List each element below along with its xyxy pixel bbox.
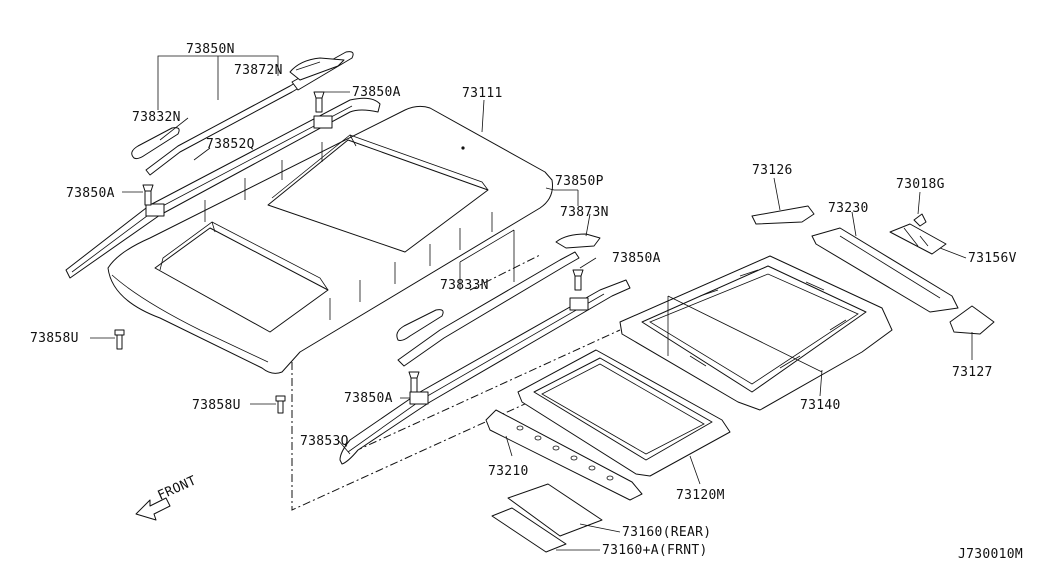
label-73850N: 73850N [186, 42, 235, 57]
bracket-73230 [811, 227, 959, 313]
roof-panel [107, 105, 553, 374]
label-73850A-3: 73850A [612, 251, 661, 266]
left-roof-rail [65, 97, 381, 279]
label-73852Q: 73852Q [206, 137, 255, 152]
label-73126: 73126 [752, 163, 793, 178]
bolt-73850A-right [572, 269, 584, 291]
label-73210: 73210 [488, 464, 529, 479]
label-73873N: 73873N [560, 205, 609, 220]
sunroof-frame-front [517, 349, 731, 477]
bolt-73850A-left [142, 184, 154, 206]
label-73872N: 73872N [234, 63, 283, 78]
label-73850A-1: 73850A [352, 85, 401, 100]
clip-73018G [913, 213, 927, 227]
label-73120M: 73120M [676, 488, 725, 503]
label-73160-rear: 73160(REAR) [622, 525, 711, 540]
sunroof-frame-rear [619, 255, 893, 411]
bolt-73850A-top [313, 91, 325, 113]
bolt-73858U-left [114, 329, 125, 350]
label-73156V: 73156V [968, 251, 1017, 266]
label-73853Q: 73853Q [300, 434, 349, 449]
bolt-73850A-bottom [408, 371, 420, 393]
label-73858U-2: 73858U [192, 398, 241, 413]
label-73832N: 73832N [132, 110, 181, 125]
front-direction-arrow: FRONT [135, 473, 199, 521]
drawing-id: J730010M [958, 547, 1023, 562]
bolts [114, 91, 584, 414]
bracket-73127 [949, 305, 995, 335]
label-73127: 73127 [952, 365, 993, 380]
left-finisher [131, 51, 354, 176]
leader-lines [90, 55, 973, 551]
label-73018G: 73018G [896, 177, 945, 192]
label-73850P: 73850P [555, 174, 604, 189]
bracket-73156V [889, 223, 947, 255]
bracket-73126 [751, 205, 815, 225]
label-73230: 73230 [828, 201, 869, 216]
front-direction-label: FRONT [156, 473, 199, 503]
label-73140: 73140 [800, 398, 841, 413]
label-73833N: 73833N [440, 278, 489, 293]
front-reinforcement [485, 409, 643, 501]
label-73850A-4: 73850A [344, 391, 393, 406]
label-73160-frnt: 73160+A(FRNT) [602, 543, 708, 558]
label-73858U-1: 73858U [30, 331, 79, 346]
bolt-73858U-center [275, 395, 286, 414]
sound-pads [491, 483, 603, 553]
part-labels: 73850N 73872N 73832N 73850A 73852Q 73850… [30, 42, 1017, 558]
label-73111: 73111 [462, 86, 503, 101]
right-finisher [396, 233, 601, 367]
label-73850A-2: 73850A [66, 186, 115, 201]
right-roof-rail [339, 279, 631, 465]
